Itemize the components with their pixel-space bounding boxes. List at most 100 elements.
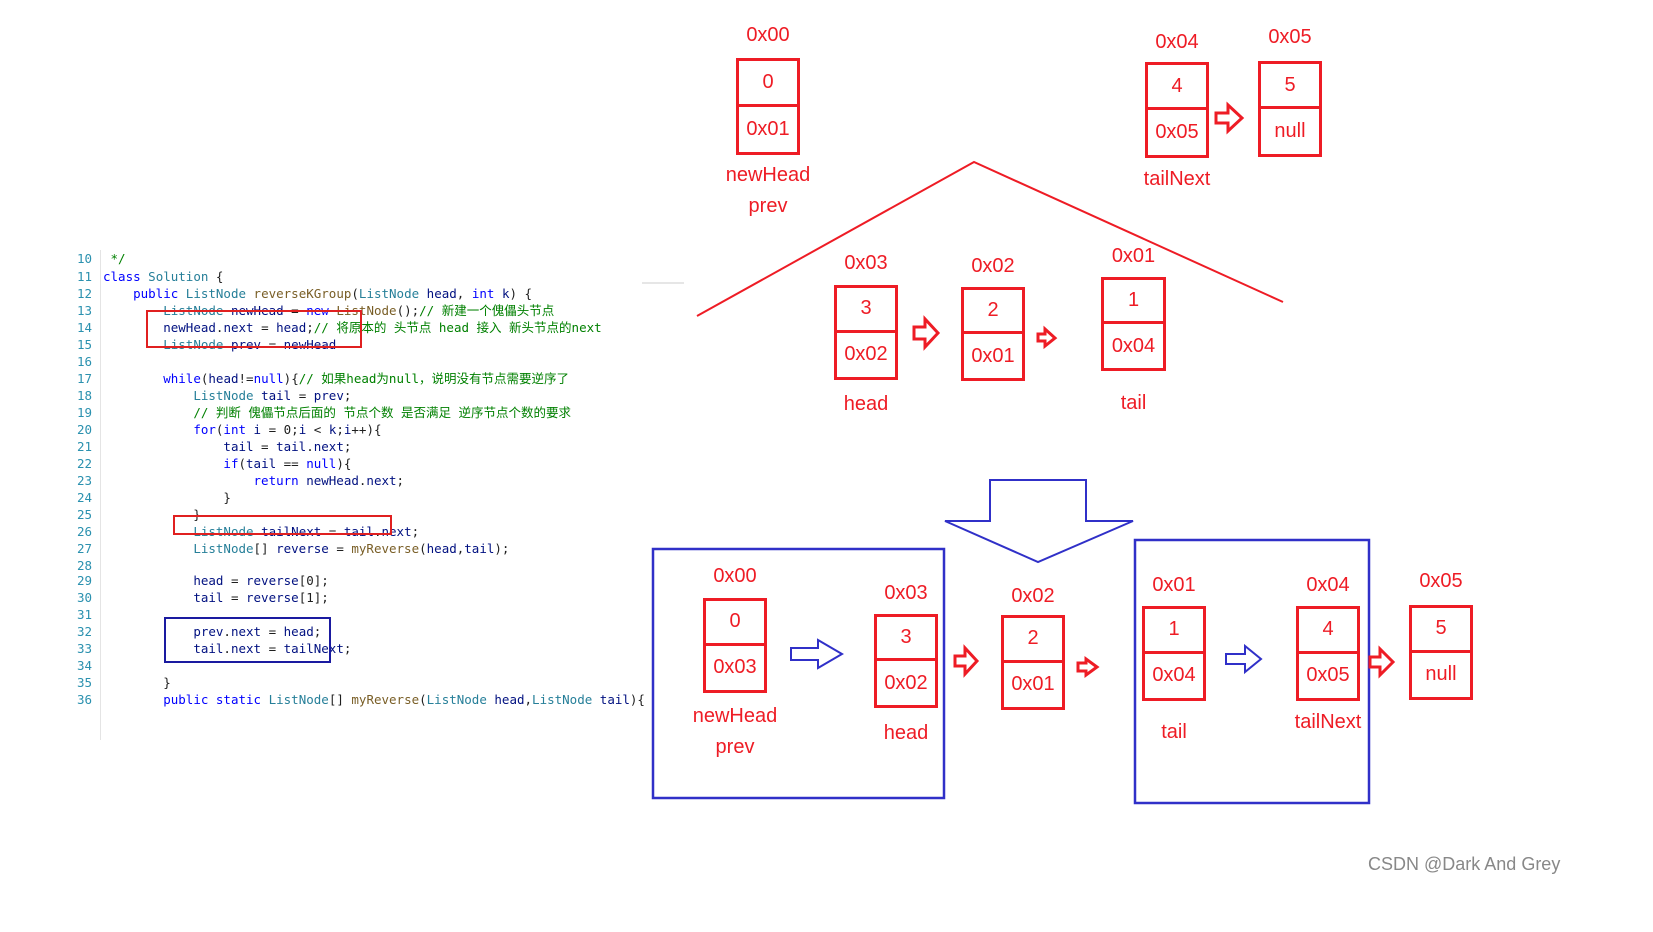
line-number: 35 xyxy=(76,675,92,690)
node-next-pointer: 0x03 xyxy=(713,656,757,679)
node-next-pointer: null xyxy=(1274,120,1306,142)
line-number: 34 xyxy=(76,658,92,673)
arrow-right-icon xyxy=(1214,101,1245,135)
code-highlight-prev-tail-link xyxy=(164,617,331,663)
code-text: head = reverse[0]; xyxy=(193,573,329,588)
line-number: 29 xyxy=(76,573,92,588)
line-number: 19 xyxy=(76,405,92,420)
pointer-label: tail xyxy=(1120,392,1147,414)
node-next-pointer: 0x04 xyxy=(1111,334,1156,357)
node-value: 0 xyxy=(739,61,797,107)
pointer-label: prev xyxy=(715,736,755,758)
group-box-tail xyxy=(1133,538,1371,805)
node-value: 4 xyxy=(1148,65,1206,110)
node-address: 0x00 xyxy=(746,24,790,46)
node-value: 1 xyxy=(1145,609,1203,654)
line-number: 17 xyxy=(76,371,92,386)
node-next-pointer: 0x01 xyxy=(1011,673,1055,696)
node-address: 0x01 xyxy=(1152,574,1196,596)
line-number: 30 xyxy=(76,590,92,605)
node-address: 0x03 xyxy=(844,252,888,274)
node-value: 3 xyxy=(877,617,935,661)
code-text: ListNode prev = newHead xyxy=(163,337,337,352)
node-value: 0 xyxy=(706,601,764,646)
node-address: 0x00 xyxy=(713,565,757,587)
line-number: 23 xyxy=(76,473,92,488)
node-value: 4 xyxy=(1299,609,1357,654)
line-number: 16 xyxy=(76,354,92,369)
code-text: prev.next = head; xyxy=(193,624,322,639)
line-number: 27 xyxy=(76,541,92,556)
code-editor-panel: 10 */ 11 class Solution { 12 public ListNod… xyxy=(48,250,680,740)
line-number: 20 xyxy=(76,422,92,437)
pointer-label: prev xyxy=(748,195,788,217)
arrow-right-icon xyxy=(1036,325,1058,350)
pointer-label: head xyxy=(843,393,889,415)
node-next-pointer: 0x02 xyxy=(844,343,888,366)
node-value: 3 xyxy=(837,288,895,333)
line-number: 25 xyxy=(76,507,92,522)
code-text: newHead.next = head;// 将原本的 头节点 head 接入 … xyxy=(163,320,602,335)
arrow-right-icon xyxy=(1076,656,1100,678)
code-text: tail = tail.next; xyxy=(223,439,352,454)
code-text: } xyxy=(103,490,231,505)
code-text: } xyxy=(103,507,201,522)
line-number: 13 xyxy=(76,303,92,318)
arrow-right-icon xyxy=(953,644,980,678)
node-address: 0x03 xyxy=(884,582,928,604)
code-text: ListNode tailNext = tail.next; xyxy=(193,524,420,539)
arrow-right-icon xyxy=(1368,645,1396,679)
line-number: 36 xyxy=(76,692,92,707)
line-number: 21 xyxy=(76,439,92,454)
pointer-label: tailNext xyxy=(1294,711,1362,733)
arrow-right-icon xyxy=(1225,643,1263,675)
pointer-label: newHead xyxy=(692,705,778,727)
group-box-prev xyxy=(651,547,946,800)
line-number: 15 xyxy=(76,337,92,352)
line-number: 32 xyxy=(76,624,92,639)
list-node: 2 0x01 xyxy=(961,287,1025,381)
watermark: CSDN @Dark And Grey xyxy=(1368,854,1561,874)
list-node: 5 null xyxy=(1258,61,1322,157)
node-address: 0x04 xyxy=(1306,574,1350,596)
editor-edge-marker xyxy=(642,282,684,284)
node-address: 0x02 xyxy=(971,255,1015,277)
line-number: 14 xyxy=(76,320,92,335)
group-bracket xyxy=(696,160,1284,317)
line-number: 31 xyxy=(76,607,92,622)
node-next-pointer: 0x01 xyxy=(746,117,790,140)
list-node: 1 0x04 xyxy=(1142,606,1206,701)
code-text: while(head!=null){// 如果head为null，说明没有节点需… xyxy=(163,371,570,386)
node-next-pointer: 0x05 xyxy=(1155,121,1199,143)
code-text: public ListNode reverseKGroup(ListNode h… xyxy=(133,286,533,301)
code-text: tail = reverse[1]; xyxy=(193,590,329,605)
node-value: 5 xyxy=(1412,608,1470,653)
node-next-pointer: 0x05 xyxy=(1306,664,1350,687)
list-node: 0 0x03 xyxy=(703,598,767,693)
node-value: 2 xyxy=(1004,618,1062,663)
line-number: 28 xyxy=(76,558,92,573)
node-address: 0x04 xyxy=(1155,31,1199,53)
line-number: 11 xyxy=(76,269,92,284)
pointer-label: tail xyxy=(1161,721,1187,743)
pointer-label: tailNext xyxy=(1143,168,1211,190)
code-text: */ xyxy=(103,251,126,266)
line-number: 22 xyxy=(76,456,92,471)
list-node: 2 0x01 xyxy=(1001,615,1065,710)
node-value: 2 xyxy=(964,290,1022,334)
code-text: return newHead.next; xyxy=(253,473,405,488)
line-number: 10 xyxy=(76,251,92,266)
code-text: tail.next = tailNext; xyxy=(193,641,352,656)
node-value: 5 xyxy=(1261,64,1319,109)
line-number: 26 xyxy=(76,524,92,539)
node-address: 0x05 xyxy=(1268,26,1312,48)
node-address: 0x01 xyxy=(1111,245,1156,267)
node-next-pointer: 0x04 xyxy=(1152,664,1196,687)
node-next-pointer: 0x01 xyxy=(971,344,1015,367)
line-number: 12 xyxy=(76,286,92,301)
code-text: class Solution { xyxy=(103,269,224,284)
